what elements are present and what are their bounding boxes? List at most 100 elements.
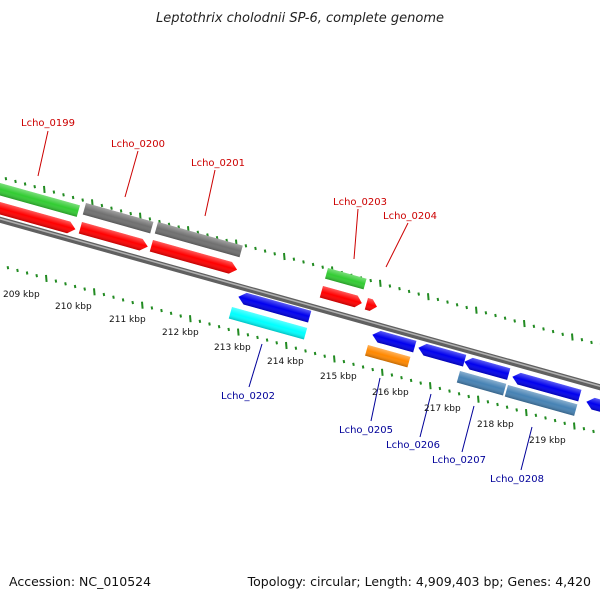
inner-ring-tick bbox=[294, 346, 298, 350]
outer-ring-tick bbox=[321, 265, 324, 269]
gene-lcho-0206-cds[interactable] bbox=[417, 342, 467, 367]
inner-ring-tick bbox=[45, 274, 48, 282]
inner-ring-tick bbox=[419, 381, 422, 385]
inner-ring-tick bbox=[112, 295, 115, 299]
gene-lcho-0203-cds[interactable] bbox=[319, 286, 364, 309]
label-lcho-0202[interactable]: Lcho_0202 bbox=[221, 391, 275, 402]
inner-ring-tick bbox=[285, 341, 288, 350]
gene-lcho-0205-cds[interactable] bbox=[371, 329, 417, 353]
inner-ring-tick bbox=[169, 311, 173, 315]
forward-strand-genes bbox=[0, 180, 379, 313]
inner-ring-tick bbox=[400, 376, 403, 380]
outer-ring-tick bbox=[119, 209, 123, 213]
outer-ring-tick bbox=[254, 246, 257, 251]
inner-ring-tick bbox=[467, 394, 470, 399]
outer-ring-tick bbox=[43, 185, 46, 193]
scale-label-215: 215 kbp bbox=[320, 372, 357, 382]
label-lcho-0205[interactable]: Lcho_0205 bbox=[339, 425, 393, 436]
outer-ring-tick bbox=[292, 257, 296, 261]
inner-ring-tick bbox=[237, 328, 240, 336]
inner-ring-tick bbox=[429, 382, 432, 390]
outer-ring-tick bbox=[263, 249, 267, 253]
inner-ring-tick bbox=[409, 378, 413, 383]
inner-ring-tick bbox=[141, 301, 144, 309]
outer-ring-tick bbox=[417, 292, 420, 296]
scale-label-217: 217 kbp bbox=[424, 404, 461, 414]
gene-lcho-0202-cds[interactable] bbox=[237, 291, 312, 323]
inner-ring-tick bbox=[73, 284, 77, 289]
label-lcho-0201[interactable]: Lcho_0201 bbox=[191, 158, 245, 169]
scale-label-211: 211 kbp bbox=[109, 315, 146, 325]
gene-lcho-0202-bar[interactable] bbox=[228, 307, 308, 340]
label-lcho-0206[interactable]: Lcho_0206 bbox=[386, 440, 440, 451]
scale-label-214: 214 kbp bbox=[267, 357, 304, 367]
inner-ring-tick bbox=[227, 327, 230, 332]
label-lcho-0200[interactable]: Lcho_0200 bbox=[111, 139, 165, 150]
outer-ring-tick bbox=[4, 177, 8, 181]
inner-ring-tick bbox=[342, 359, 346, 364]
inner-ring-tick bbox=[525, 409, 528, 417]
outer-ring-tick bbox=[388, 284, 392, 288]
inner-ring-tick bbox=[256, 335, 259, 340]
label-lcho-0207[interactable]: Lcho_0207 bbox=[432, 455, 486, 466]
gene-lcho-0199-cds[interactable] bbox=[0, 199, 77, 235]
gene-lcho-0201-bar[interactable] bbox=[154, 222, 243, 258]
outer-ring-tick bbox=[244, 244, 248, 248]
outer-ring-tick bbox=[302, 260, 305, 264]
genome-summary-text: Topology: circular; Length: 4,909,403 bp… bbox=[247, 574, 591, 589]
gene-lcho-0200-bar[interactable] bbox=[82, 203, 154, 234]
gene-lcho-0205-bar[interactable] bbox=[365, 345, 411, 368]
outer-ring-tick bbox=[503, 316, 507, 320]
inner-ring-tick bbox=[160, 308, 163, 313]
inner-ring-tick bbox=[352, 362, 355, 366]
inner-ring-tick bbox=[515, 408, 518, 412]
reverse-gene-labels: Lcho_0202 Lcho_0205 Lcho_0206 Lcho_0207 … bbox=[221, 343, 544, 485]
label-lcho-0208[interactable]: Lcho_0208 bbox=[490, 474, 544, 485]
label-lcho-0204[interactable]: Lcho_0204 bbox=[383, 211, 437, 222]
gene-lcho-0207-cds[interactable] bbox=[463, 356, 511, 380]
outer-ring-tick bbox=[33, 185, 36, 189]
gene-lcho-0204-cds[interactable] bbox=[364, 298, 379, 313]
genome-backbone bbox=[0, 216, 600, 391]
inner-ring-tick bbox=[198, 319, 202, 323]
inner-ring-tick bbox=[371, 367, 374, 372]
inner-ring-tick bbox=[486, 400, 490, 404]
inner-ring-tick bbox=[25, 271, 29, 275]
outer-ring-tick bbox=[561, 332, 564, 336]
gene-lcho-0208-cds[interactable] bbox=[511, 371, 582, 402]
scale-labels: 209 kbp 210 kbp 211 kbp 212 kbp 213 kbp … bbox=[3, 290, 566, 446]
inner-ring-tick bbox=[121, 298, 125, 302]
outer-ring-tick bbox=[23, 182, 27, 186]
outer-ring-tick bbox=[369, 278, 372, 283]
outer-ring-tick bbox=[580, 338, 584, 342]
gene-lcho-0208-bar[interactable] bbox=[504, 385, 578, 416]
inner-ring-tick bbox=[83, 287, 86, 291]
label-lcho-0199[interactable]: Lcho_0199 bbox=[21, 118, 75, 129]
outer-ring-tick bbox=[379, 279, 382, 287]
inner-ring-tick bbox=[102, 292, 106, 297]
inner-ring-tick bbox=[16, 268, 19, 273]
gene-lcho-0203-bar[interactable] bbox=[325, 268, 367, 290]
inner-ring-tick bbox=[246, 333, 250, 337]
gene-offscreen-cds[interactable] bbox=[585, 396, 600, 416]
scale-label-218: 218 kbp bbox=[477, 420, 514, 430]
gene-lcho-0200-cds[interactable] bbox=[78, 222, 150, 252]
gene-lcho-0199-bar[interactable] bbox=[0, 180, 80, 217]
outer-ring-tick bbox=[100, 203, 104, 208]
inner-ring-tick bbox=[131, 300, 134, 305]
outer-ring-tick bbox=[436, 297, 440, 302]
inner-ring-tick bbox=[189, 315, 192, 323]
inner-ring-tick bbox=[265, 338, 269, 342]
inner-ring-tick bbox=[457, 392, 461, 396]
inner-ring-tick bbox=[6, 266, 10, 270]
outer-ring-tick bbox=[427, 293, 430, 301]
gene-lcho-0207-bar[interactable] bbox=[456, 371, 507, 396]
gene-lcho-0201-cds[interactable] bbox=[149, 240, 239, 275]
inner-ring-tick bbox=[64, 282, 67, 286]
inner-ring-tick bbox=[534, 413, 538, 417]
inner-ring-tick bbox=[35, 274, 38, 278]
inner-ring-tick bbox=[438, 386, 442, 391]
label-lcho-0203[interactable]: Lcho_0203 bbox=[333, 197, 387, 208]
outer-ring-tick bbox=[14, 179, 17, 184]
